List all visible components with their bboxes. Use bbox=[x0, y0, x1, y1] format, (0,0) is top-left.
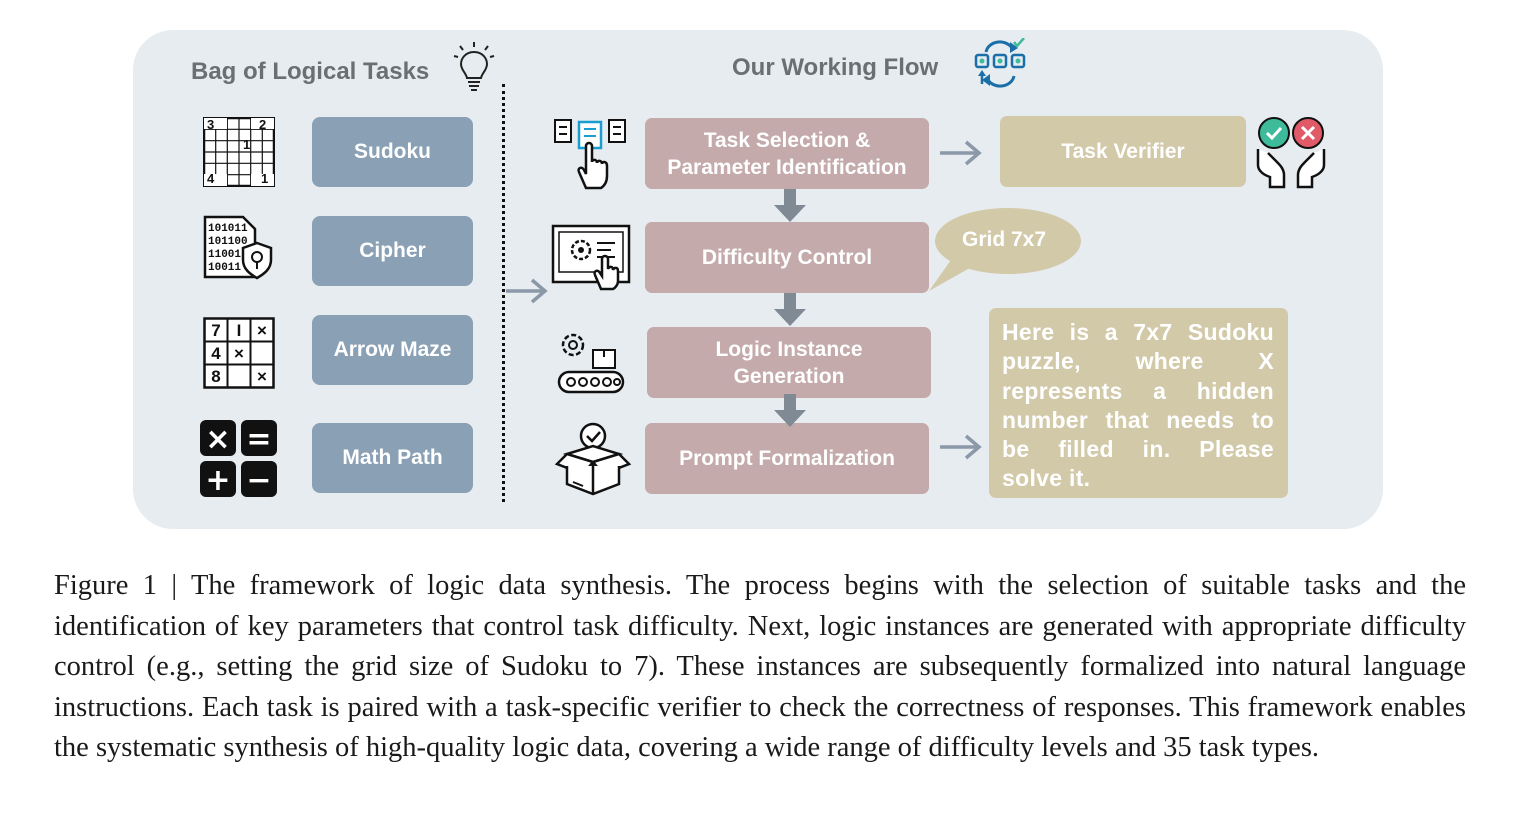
maze-cell: × bbox=[257, 367, 267, 386]
maze-cell: × bbox=[234, 344, 244, 363]
math-symbol: − bbox=[246, 463, 271, 498]
verify-hands-icon bbox=[1256, 117, 1326, 189]
maze-cell: 7 bbox=[211, 321, 220, 340]
task-cipher: Cipher bbox=[312, 216, 473, 286]
gear-conveyor-icon bbox=[557, 333, 625, 394]
arrow-maze-icon: 7 I × 4 × 8 × bbox=[203, 317, 275, 389]
cipher-line: 11001 bbox=[208, 249, 241, 261]
output-arrow bbox=[940, 434, 982, 460]
maze-cell: × bbox=[257, 321, 267, 340]
sudoku-digit: 2 bbox=[259, 117, 266, 132]
flow-step-prompt-formalization: Prompt Formalization bbox=[645, 423, 929, 494]
task-arrow-maze: Arrow Maze bbox=[312, 315, 473, 385]
grid-size-bubble bbox=[929, 208, 1081, 291]
cipher-document-icon: 101011 101100 11001 10011 bbox=[203, 215, 273, 280]
sudoku-grid-icon: 3 2 1 4 1 bbox=[203, 117, 275, 187]
task-math-path: Math Path bbox=[312, 423, 473, 493]
figure-caption: Figure 1 | The framework of logic data s… bbox=[54, 570, 1466, 764]
left-title: Bag of Logical Tasks bbox=[191, 58, 430, 85]
output-prompt-text: Here is a 7x7 Sudoku puzzle, where X rep… bbox=[1002, 319, 1274, 492]
down-arrow bbox=[774, 394, 806, 427]
sudoku-digit: 1 bbox=[243, 137, 250, 152]
screen-settings-icon bbox=[551, 224, 631, 291]
task-sudoku: Sudoku bbox=[312, 117, 473, 187]
flow-step-task-selection: Task Selection & Parameter Identificatio… bbox=[645, 118, 929, 189]
right-title: Our Working Flow bbox=[732, 54, 939, 81]
sudoku-digit: 4 bbox=[207, 171, 215, 186]
maze-cell: 4 bbox=[211, 344, 221, 363]
task-verifier-box: Task Verifier bbox=[1000, 116, 1246, 187]
open-box-check-icon bbox=[554, 422, 631, 496]
math-symbol: + bbox=[205, 463, 230, 498]
math-symbol: = bbox=[246, 422, 271, 457]
grid-size-label: Grid 7x7 bbox=[962, 228, 1047, 251]
math-operators-icon: × = + − bbox=[200, 420, 277, 498]
sudoku-digit: 1 bbox=[261, 171, 268, 186]
cipher-line: 10011 bbox=[208, 262, 241, 274]
verifier-arrow bbox=[940, 140, 982, 166]
input-arrow bbox=[506, 278, 548, 304]
math-symbol: × bbox=[205, 422, 230, 457]
maze-cell: 8 bbox=[211, 367, 220, 386]
cipher-line: 101100 bbox=[208, 236, 248, 248]
dotted-divider bbox=[502, 84, 505, 502]
touch-select-icon bbox=[554, 119, 626, 190]
lightbulb-icon bbox=[453, 42, 495, 91]
workflow-icon bbox=[974, 38, 1026, 88]
sudoku-digit: 3 bbox=[207, 117, 214, 132]
task-verifier-label: Task Verifier bbox=[1061, 139, 1185, 163]
maze-cell: I bbox=[237, 321, 242, 340]
down-arrow bbox=[774, 293, 806, 326]
flow-step-difficulty-control: Difficulty Control bbox=[645, 222, 929, 293]
flow-step-instance-generation: Logic Instance Generation bbox=[647, 327, 931, 398]
cipher-line: 101011 bbox=[208, 223, 248, 235]
output-prompt-box bbox=[989, 308, 1288, 498]
down-arrow bbox=[774, 189, 806, 222]
